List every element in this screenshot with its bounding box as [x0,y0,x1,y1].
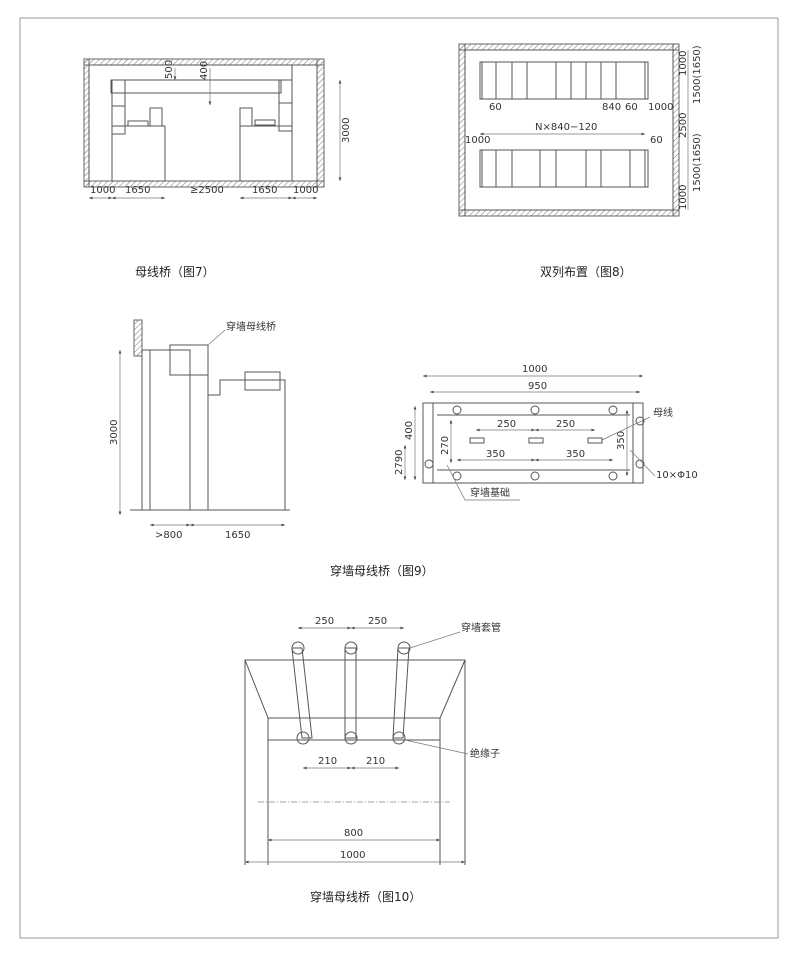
figure-8-double-row-layout: 60 840 60 1000 N×840−120 1000 60 1000 15… [458,43,703,279]
dimension-label: 3000 [109,420,120,445]
dimension-label: 400 [404,421,415,440]
dimension-label: 1000 [522,364,547,375]
dimension-label: 60 [489,102,502,113]
dimension-label: 母线 [653,406,673,419]
figure-9-wall-busbar-plan: 1000 950 250 250 350 350 400 270 2790 35… [330,364,698,578]
dimension-label: 穿墙基础 [470,486,510,499]
dimension-label: 1000 [340,850,365,861]
dimension-label: 950 [528,381,547,392]
dimension-label: 1500(1650) [692,133,703,192]
dimension-label: 250 [556,419,575,430]
dimension-label: 500 [164,60,175,79]
dimension-label: 1000 [678,51,689,76]
dimension-label: 1000 [293,185,318,196]
dimension-label: 250 [497,419,516,430]
dimension-label: 350 [616,431,627,450]
figure-8-caption: 双列布置（图8） [540,265,632,279]
dimension-label: 800 [344,828,363,839]
figure-10-wall-busbar: 250 250 210 210 800 1000 穿墙套管 绝缘子 穿墙母线桥（… [244,616,501,904]
figure-7-caption: 母线桥（图7） [135,265,215,279]
dimension-label: 1650 [252,185,277,196]
dimension-label: 1650 [125,185,150,196]
figure-7-busbar-bridge: 500 400 3000 1000 1650 ≥2500 1650 1000 母… [83,58,352,279]
dimension-label: 350 [486,449,505,460]
figure-10-caption: 穿墙母线桥（图10） [310,889,421,904]
dimension-label: 60 [625,102,638,113]
figure-9-caption: 穿墙母线桥（图9） [330,563,434,578]
dimension-label: >800 [155,530,182,541]
dimension-label: 1000 [648,102,673,113]
dimension-label: 840 [602,102,621,113]
sheet-border [19,17,779,939]
dimension-label: 穿墙套管 [461,621,501,634]
dimension-label: 1000 [90,185,115,196]
dimension-label: 绝缘子 [470,747,500,760]
dimension-label: 10×Φ10 [656,470,698,481]
dimension-label: 400 [199,61,210,80]
dimension-label: 1000 [678,185,689,210]
dimension-label: 1650 [225,530,250,541]
dimension-label: ≥2500 [190,185,224,196]
dimension-label: 穿墙母线桥 [226,320,276,333]
dimension-label: 270 [440,436,451,455]
dimension-label: 60 [650,135,663,146]
dimension-label: 2790 [394,450,405,475]
dimension-label: 2500 [678,113,689,138]
dimension-label: 210 [366,756,385,767]
dimension-label: 250 [368,616,387,627]
dimension-label: 350 [566,449,585,460]
dimension-label: 250 [315,616,334,627]
dimension-label: 3000 [341,118,352,143]
dimension-label: 1500(1650) [692,45,703,104]
dimension-label: 1000 [465,135,490,146]
figure-9-wall-busbar-side: 3000 >800 1650 穿墙母线桥 [109,319,290,541]
dimension-label: 210 [318,756,337,767]
dimension-label: N×840−120 [535,122,597,133]
